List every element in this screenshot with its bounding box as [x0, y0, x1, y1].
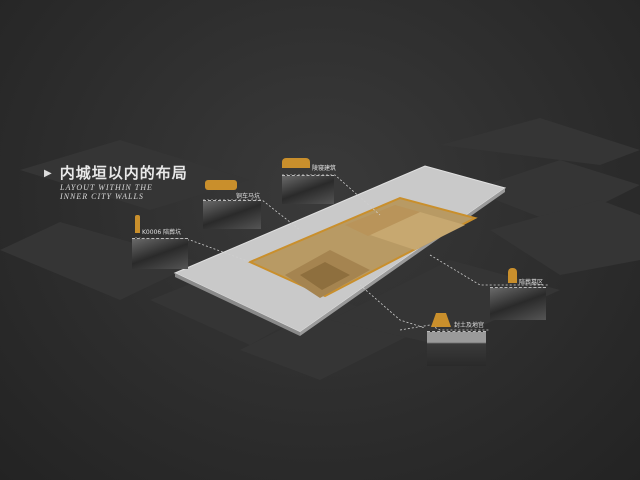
play-arrow-icon: ▶	[44, 168, 52, 179]
mound-icon	[431, 313, 451, 327]
title-en: LAYOUT WITHIN THE INNER CITY WALLS	[60, 183, 153, 201]
marker-label-k0006[interactable]: K0006 陪葬坑	[142, 229, 182, 236]
title-zh: 内城垣以内的布局	[59, 164, 188, 182]
marker-label-mound[interactable]: 封土及地宫	[454, 322, 485, 329]
building-icon	[282, 158, 310, 168]
section-title: ▶ 内城垣以内的布局 LAYOUT WITHIN THE INNER CITY W…	[44, 162, 188, 201]
inner-building-east	[370, 212, 465, 250]
photo-tomb-buildings[interactable]	[282, 175, 334, 204]
terracotta-figure-icon	[135, 215, 140, 233]
platform-left-edge	[175, 273, 300, 336]
marker-label-tomb-buildings[interactable]: 陵寝建筑	[312, 165, 337, 172]
marker-label-bronze-chariot[interactable]: 铜车马坑	[236, 193, 261, 200]
tomb-icon	[508, 268, 517, 283]
chariot-icon	[205, 180, 237, 190]
photo-burial-area[interactable]	[490, 287, 546, 320]
photo-mound[interactable]	[427, 331, 486, 366]
marker-label-burial-area[interactable]: 陪葬墓区	[519, 279, 544, 286]
photo-k0006[interactable]	[132, 238, 188, 269]
inner-building-north	[345, 205, 420, 236]
photo-bronze-chariot[interactable]	[203, 200, 261, 229]
mound-top	[300, 262, 350, 290]
